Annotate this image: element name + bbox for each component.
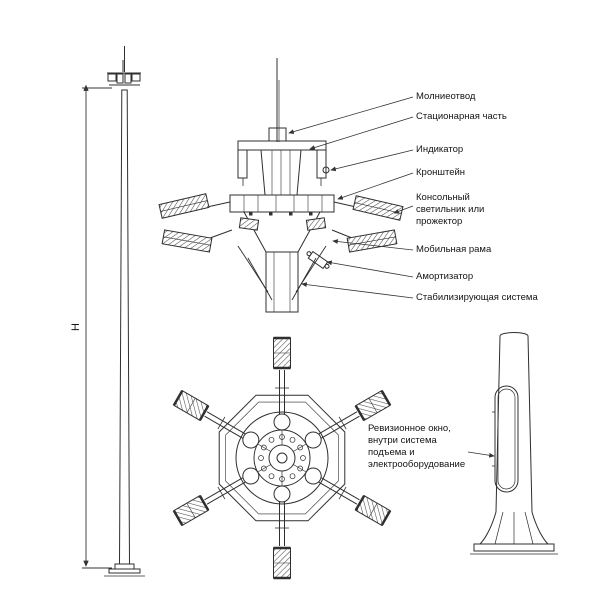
floodlight-front-left bbox=[238, 217, 260, 231]
floodlight-left-upper bbox=[158, 193, 210, 219]
crown-shaft bbox=[265, 251, 299, 313]
floodlight-left-lower bbox=[161, 229, 213, 253]
label-inspection-window: Ревизионное окно, внутри система подъема… bbox=[368, 423, 466, 470]
label-lightning-rod: Молниеотвод bbox=[416, 91, 476, 102]
leader-bracket bbox=[337, 172, 414, 200]
leader-lightning-rod bbox=[288, 96, 414, 134]
leader-inspection-window bbox=[467, 451, 495, 458]
label-shock-absorber: Амортизатор bbox=[416, 271, 474, 282]
label-stationary-part: Стационарная часть bbox=[416, 111, 507, 122]
mobile-frame-shape bbox=[229, 194, 335, 213]
inspection-window-shape bbox=[492, 385, 519, 493]
floodlight-right-lower bbox=[346, 229, 398, 253]
leader-indicator bbox=[330, 149, 414, 172]
label-indicator: Индикатор bbox=[416, 144, 464, 155]
top-view-arm-300 bbox=[172, 389, 271, 452]
pole-base-plate bbox=[108, 568, 141, 574]
base-detail-view bbox=[470, 332, 558, 555]
top-view-arm-120 bbox=[293, 464, 392, 527]
top-view-arm-240 bbox=[172, 464, 271, 527]
leader-stationary-part bbox=[309, 116, 414, 150]
shock-absorber-shape bbox=[306, 250, 330, 270]
leader-console-luminaire bbox=[393, 205, 414, 214]
pole-base-collar bbox=[114, 563, 135, 570]
pole-side-view bbox=[104, 46, 145, 577]
top-view-arm-60 bbox=[293, 389, 392, 452]
label-bracket: Кронштейн bbox=[416, 167, 466, 178]
top-view-arm-0 bbox=[273, 336, 291, 445]
base-plate bbox=[473, 543, 555, 552]
crown-detail-view bbox=[158, 58, 404, 313]
leader-stabilizing-system bbox=[301, 282, 414, 299]
height-dimension: H bbox=[70, 84, 112, 569]
label-stabilizing-system: Стабилизирующая система bbox=[416, 292, 538, 303]
floodlight-front-right bbox=[305, 217, 327, 231]
height-dimension-label: H bbox=[70, 323, 82, 331]
stabilizing-system-shape bbox=[237, 245, 327, 301]
leader-lines bbox=[288, 96, 495, 458]
floodlight-right-upper bbox=[352, 195, 404, 221]
top-view-arm-180 bbox=[273, 471, 291, 580]
leader-shock-absorber bbox=[326, 260, 414, 278]
crown-top-view bbox=[172, 336, 392, 580]
pole-shaft bbox=[118, 89, 131, 565]
label-console-luminaire: Консольный светильник или прожектор bbox=[416, 192, 485, 227]
leader-mobile-frame bbox=[332, 239, 414, 251]
label-mobile-frame: Мобильная рама bbox=[416, 244, 492, 255]
indicator-shape bbox=[322, 166, 330, 174]
